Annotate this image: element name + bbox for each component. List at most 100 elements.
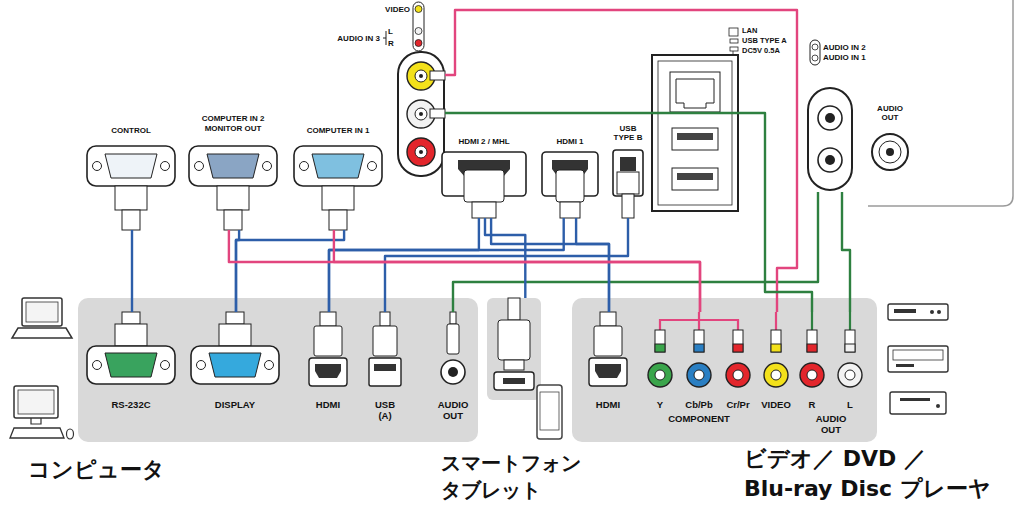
port-screw bbox=[161, 361, 170, 370]
cable-line bbox=[445, 10, 797, 312]
port-label: Y bbox=[640, 400, 680, 411]
dsub-plug bbox=[219, 324, 251, 346]
mini-jack-hole bbox=[825, 155, 835, 165]
hdmi-port bbox=[589, 358, 627, 386]
hdmi-out-port: HDMI bbox=[305, 312, 353, 414]
rca-jack-ring bbox=[415, 146, 427, 158]
hdmi-2-port: HDMI 2 / MHL bbox=[438, 133, 532, 218]
port-label: R bbox=[797, 400, 827, 411]
micro-usb-port bbox=[494, 372, 534, 390]
plug-neck bbox=[329, 210, 347, 230]
micro-usb-plug bbox=[498, 320, 530, 360]
indicator-dot bbox=[812, 44, 818, 50]
plug-neck bbox=[560, 202, 580, 218]
rca-plug bbox=[771, 330, 781, 352]
lan-socket bbox=[676, 79, 714, 108]
rca-jack-ring bbox=[771, 370, 781, 380]
rca-jack-ring bbox=[733, 370, 743, 380]
indicator-pill bbox=[810, 40, 820, 65]
rca-plug bbox=[733, 330, 743, 352]
dsub-socket bbox=[105, 353, 157, 377]
vcr-icon bbox=[888, 304, 948, 320]
usb-a-port bbox=[369, 358, 401, 386]
audio-wire bbox=[812, 312, 850, 330]
dsub-port bbox=[294, 146, 382, 186]
port-screw bbox=[93, 162, 102, 171]
smartphone-panel-ground bbox=[487, 298, 541, 400]
dsub-plug bbox=[322, 186, 354, 210]
usb-plug bbox=[373, 326, 397, 356]
laptop-icon bbox=[22, 298, 62, 326]
rca-housing bbox=[398, 52, 444, 176]
phone-screen bbox=[540, 392, 559, 430]
mini-jack bbox=[818, 148, 842, 172]
rca-plug-band bbox=[771, 344, 781, 352]
dsub-socket bbox=[207, 154, 259, 178]
rca-jack bbox=[764, 363, 788, 387]
rca-jack-pin bbox=[419, 74, 423, 78]
port-label: AUDIO OUT bbox=[815, 414, 848, 436]
rca-plug bbox=[807, 330, 817, 352]
usb-a-port: USB (A) bbox=[364, 312, 406, 426]
audio-out-port: AUDIO OUT bbox=[432, 312, 474, 426]
port-label: USB TYPE B bbox=[613, 124, 644, 142]
port-screw bbox=[300, 162, 309, 171]
rca-plug-band bbox=[845, 344, 855, 352]
mini-jack bbox=[441, 360, 465, 384]
mini-jack bbox=[879, 141, 901, 163]
bracket-mark bbox=[383, 31, 386, 45]
bd-icon bbox=[890, 392, 946, 414]
component-out-port: YCb/PbCr/PrCOMPONENT bbox=[640, 312, 760, 434]
hdmi-socket bbox=[595, 364, 621, 378]
rca-jack bbox=[838, 363, 862, 387]
mini-jack-hole bbox=[886, 148, 894, 156]
rca-jack-ring bbox=[694, 370, 704, 380]
usb-icon bbox=[730, 47, 738, 51]
usb-a-tongue bbox=[374, 364, 396, 371]
hdmi-1-port: HDMI 1 bbox=[538, 133, 604, 218]
mini-jack-hole bbox=[825, 113, 835, 123]
phone-icon bbox=[537, 385, 562, 439]
port-label: HDMI bbox=[305, 400, 351, 411]
port-label: COMPUTER IN 1 bbox=[292, 126, 384, 135]
rca-jack-ring bbox=[415, 108, 427, 120]
rca-plug bbox=[655, 330, 665, 352]
port-label: USB TYPE A bbox=[742, 37, 787, 46]
indicator-dot bbox=[415, 40, 422, 47]
port-label: L bbox=[388, 27, 393, 36]
mini-jack-hole bbox=[448, 367, 458, 377]
smartphone-panel: スマートフォン タブレット bbox=[438, 298, 585, 508]
dsub-plug bbox=[217, 186, 249, 210]
desktop-keyboard bbox=[10, 428, 64, 438]
text-chunk: (A) bbox=[378, 410, 391, 421]
dsub-port bbox=[189, 146, 277, 186]
usb-a-port bbox=[672, 168, 718, 190]
laptop-screen bbox=[26, 302, 58, 322]
text-chunk: DVD bbox=[843, 446, 897, 471]
dsub-socket bbox=[312, 154, 364, 178]
audio-out-port: RL AUDIO OUT bbox=[797, 312, 867, 438]
port-label: L bbox=[835, 400, 865, 411]
port-screw bbox=[197, 361, 206, 370]
dvd-display bbox=[893, 350, 943, 360]
dsub-plug bbox=[115, 324, 147, 346]
vcr-button bbox=[937, 310, 941, 314]
cable-line bbox=[453, 192, 818, 312]
cable-line bbox=[385, 218, 628, 312]
dvd-slot bbox=[896, 364, 914, 367]
plug-neck bbox=[380, 312, 390, 326]
port-label: DC5V 0.5A bbox=[742, 47, 780, 56]
rca-jack bbox=[800, 363, 824, 387]
plug-neck bbox=[472, 202, 496, 218]
port-label: USB (A) bbox=[374, 400, 397, 422]
av-panel-ground bbox=[572, 298, 877, 442]
port-label: AUDIO IN 3 bbox=[330, 34, 380, 43]
rca-plug bbox=[430, 109, 445, 118]
port-screw bbox=[263, 162, 272, 171]
port-screw bbox=[265, 361, 274, 370]
computer-panel: コンピュータRS-232CDISPLAYHDMIUSB (A)AUDIO OUT bbox=[20, 298, 480, 494]
text-chunk: スマートフォン bbox=[441, 451, 581, 475]
rca-jack bbox=[648, 363, 672, 387]
